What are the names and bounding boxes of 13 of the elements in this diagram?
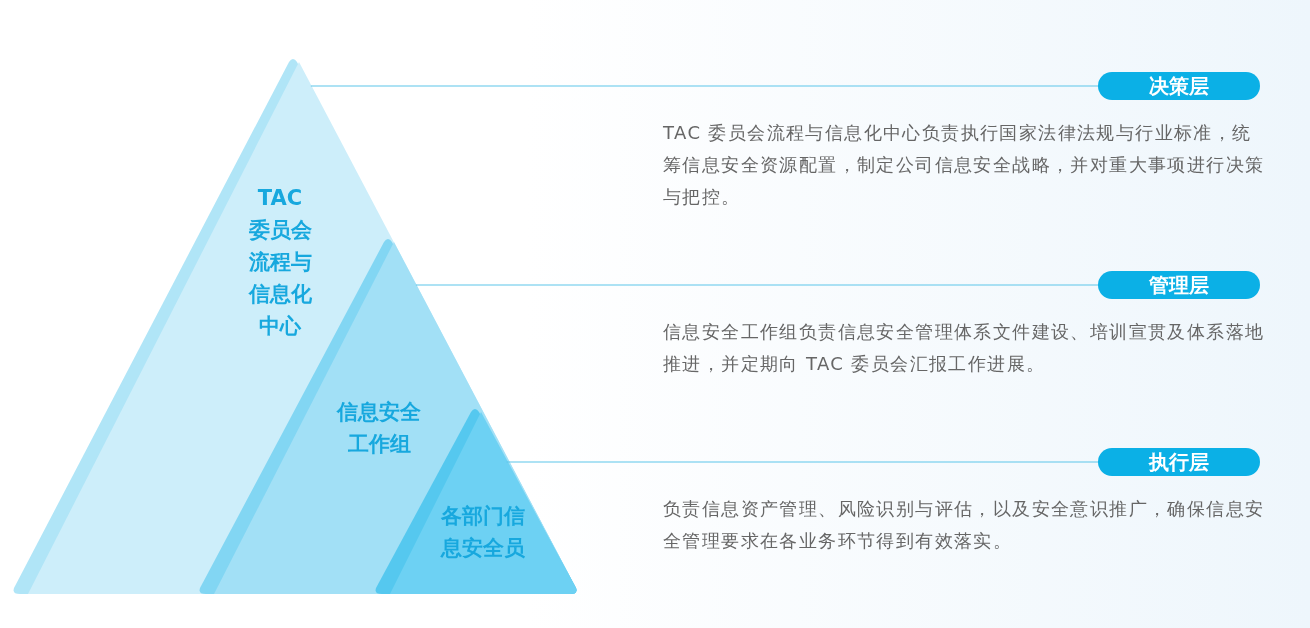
level-tag: 执行层	[1098, 448, 1260, 476]
level-tag: 管理层	[1098, 271, 1260, 299]
layer-label: TAC 委员会流程与信息化中心	[247, 185, 313, 340]
layer-label: 信息安全工作组	[335, 399, 422, 458]
layer-label: 各部门信息安全员	[439, 503, 526, 562]
leader-line	[310, 85, 1099, 87]
description-text: 负责信息资产管理、风险识别与评估，以及安全意识推广，确保信息安全管理要求在各业务环节得到有效落实。	[663, 497, 1265, 553]
leader-line	[506, 461, 1099, 463]
level-tag: 决策层	[1098, 72, 1260, 100]
pyramid-layer	[12, 58, 578, 594]
description-text: 信息安全工作组负责信息安全管理体系文件建设、培训宣贯及体系落地推进，并定期向 TAC 委员会汇报工作进展。	[663, 320, 1265, 376]
description-text: TAC 委员会流程与信息化中心负责执行国家法律法规与行业标准，统筹信息安全资源配置，制定公司信息安全战略，并对重大事项进行决策与把控。	[663, 121, 1265, 209]
leader-line	[415, 284, 1099, 286]
